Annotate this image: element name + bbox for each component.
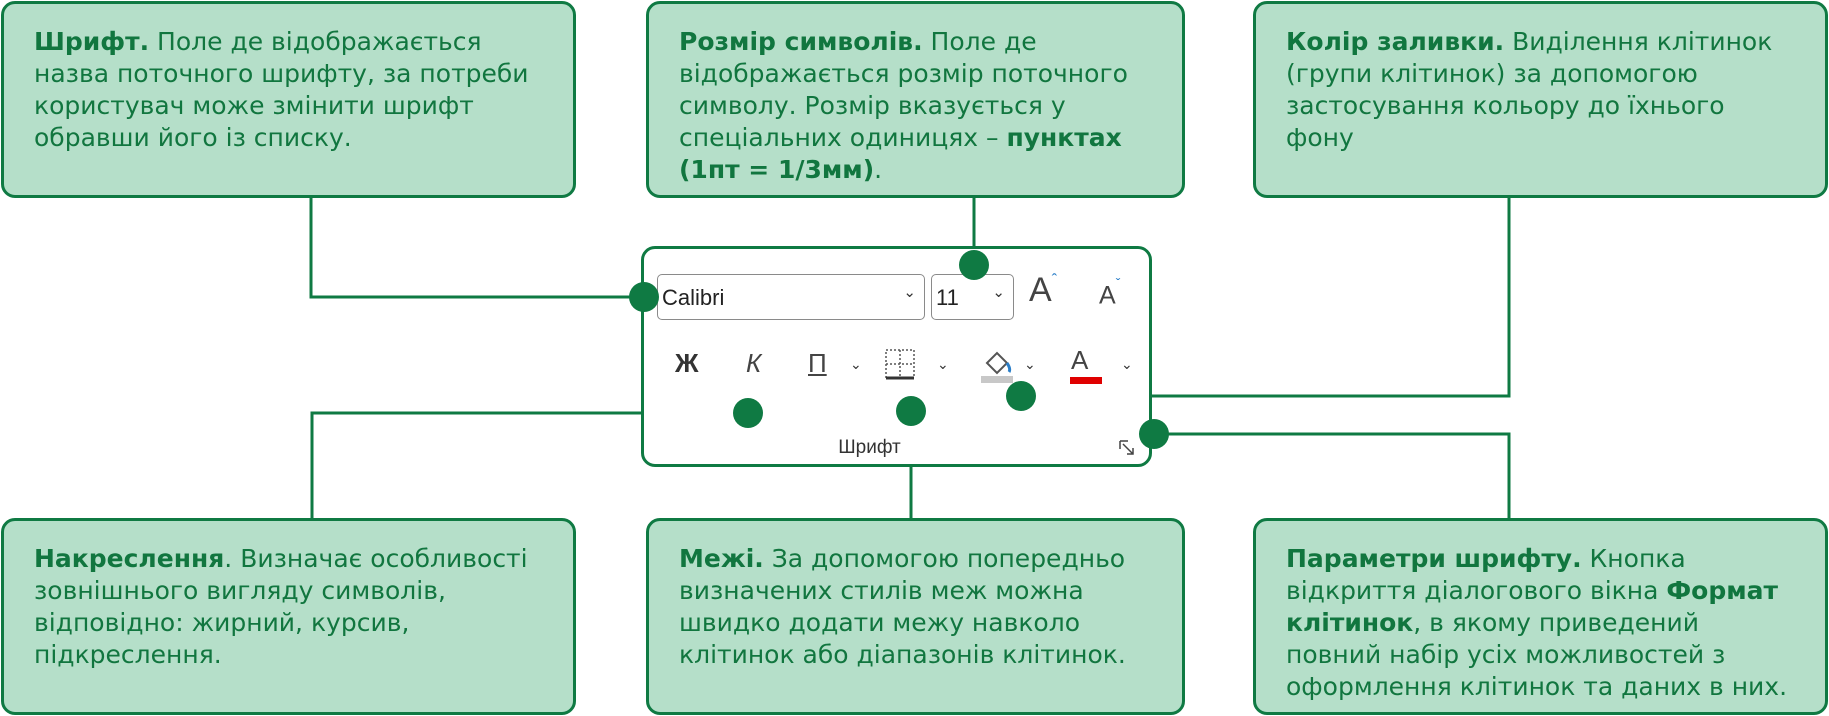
callout-size-title: Розмір символів. bbox=[679, 27, 923, 56]
chevron-down-icon[interactable]: ⌄ bbox=[992, 284, 1005, 301]
callout-font: Шрифт. Поле де відображається назва пото… bbox=[1, 1, 576, 198]
callout-params-title: Параметри шрифту. bbox=[1286, 544, 1582, 573]
callout-fill-color: Колір заливки. Виділення клітинок (групи… bbox=[1253, 1, 1828, 198]
callout-size-bold: пунктах (1пт = 1/3мм) bbox=[679, 123, 1122, 184]
chevron-down-icon[interactable]: ⌄ bbox=[903, 284, 916, 301]
dot-params bbox=[1139, 419, 1169, 449]
dot-size bbox=[959, 250, 989, 280]
connector-font bbox=[309, 198, 644, 299]
borders-icon[interactable] bbox=[884, 348, 916, 380]
underline-button[interactable]: П bbox=[808, 348, 827, 378]
callout-size-text: Поле де відображається розмір поточного … bbox=[679, 27, 1128, 152]
callout-font-title: Шрифт. bbox=[34, 27, 150, 56]
decrease-font-size-icon[interactable]: Aˇ bbox=[1099, 275, 1121, 310]
font-name-value: Calibri bbox=[662, 285, 725, 310]
callout-params-end: , в якому приведений повний набір усіх м… bbox=[1286, 608, 1788, 701]
callout-border-title: Межі. bbox=[679, 544, 764, 573]
connector-style bbox=[310, 411, 748, 518]
font-color-bar bbox=[1070, 377, 1102, 384]
callout-style-text: . Визначає особливості зовнішнього вигля… bbox=[34, 544, 528, 669]
callout-params-bold: Формат клітинок bbox=[1286, 576, 1779, 637]
callout-font-size: Розмір символів. Поле де відображається … bbox=[646, 1, 1185, 198]
font-size-combobox[interactable]: 11 ⌄ bbox=[931, 274, 1014, 320]
callout-size-end: . bbox=[874, 155, 883, 184]
font-color-icon[interactable]: А bbox=[1071, 345, 1089, 375]
callout-style-title: Накреслення bbox=[34, 544, 225, 573]
ribbon-group-label: Шрифт bbox=[838, 437, 901, 458]
chevron-down-icon[interactable]: ⌄ bbox=[1024, 357, 1036, 373]
italic-button[interactable]: К bbox=[746, 348, 762, 378]
chevron-down-icon[interactable]: ⌄ bbox=[1121, 357, 1133, 373]
font-size-value: 11 bbox=[936, 285, 959, 310]
dot-font bbox=[629, 282, 659, 312]
bold-button[interactable]: Ж bbox=[675, 348, 699, 378]
connector-fill bbox=[1021, 198, 1511, 398]
dot-style bbox=[733, 398, 763, 428]
callout-fill-text: Виділення клітинок (групи клітинок) за д… bbox=[1286, 27, 1773, 152]
dot-border bbox=[896, 396, 926, 426]
callout-font-parameters: Параметри шрифту. Кнопка відкриття діало… bbox=[1253, 518, 1828, 715]
connector-params bbox=[1154, 432, 1511, 518]
dot-fill bbox=[1006, 381, 1036, 411]
font-name-combobox[interactable]: Calibri ⌄ bbox=[657, 274, 925, 320]
callout-font-style: Накреслення. Визначає особливості зовніш… bbox=[1, 518, 576, 715]
dialog-launcher-icon[interactable] bbox=[1119, 440, 1136, 457]
increase-font-size-icon[interactable]: Aˆ bbox=[1029, 271, 1058, 309]
fill-color-icon[interactable] bbox=[979, 345, 1015, 385]
callout-font-text: Поле де відображається назва поточного ш… bbox=[34, 27, 529, 152]
callout-params-text: Кнопка відкриття діалогового вікна bbox=[1286, 544, 1686, 605]
callout-fill-title: Колір заливки. bbox=[1286, 27, 1505, 56]
font-ribbon-group: Calibri ⌄ 11 ⌄ Aˆ Aˇ Ж К П ⌄ ⌄ ⌄ А ⌄ Шри… bbox=[641, 246, 1152, 467]
chevron-down-icon[interactable]: ⌄ bbox=[937, 357, 949, 373]
callout-border-text: За допомогою попередньо визначених стилі… bbox=[679, 544, 1126, 669]
callout-borders: Межі. За допомогою попередньо визначених… bbox=[646, 518, 1185, 715]
chevron-down-icon[interactable]: ⌄ bbox=[850, 357, 862, 373]
